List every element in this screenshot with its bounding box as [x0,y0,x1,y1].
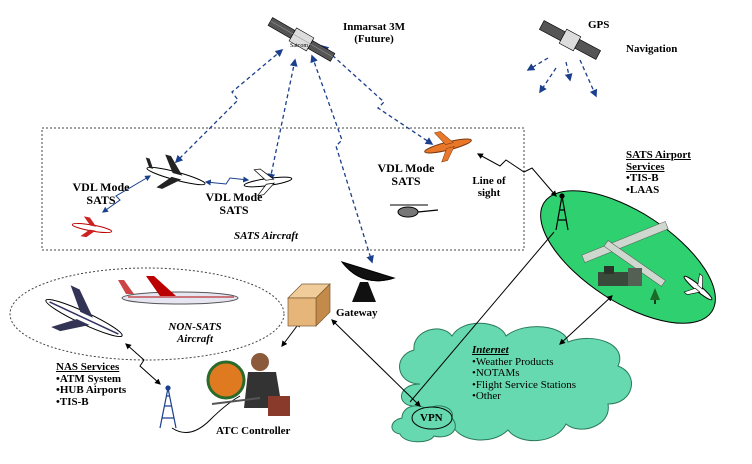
internet-services: Internet Weather Products NOTAMs Flight … [472,344,576,403]
airport-buildings-icon [598,266,660,304]
non-sats-line1: NON-SATS [168,321,222,333]
sats-airport-title-line2: Services [626,160,665,173]
non-sats-airliner-icon [118,276,239,305]
gateway-box-icon [287,283,331,327]
navigation-label: Navigation [626,43,678,55]
inmarsat-label-line1: Inmarsat 3M [342,21,406,33]
list-item: ATM System [56,373,126,386]
gps-label: GPS [588,19,610,31]
line-of-sight-line1: Line of [472,175,506,187]
list-item: Other [472,391,576,403]
list-item: Weather Products [472,356,576,369]
non-sats-jet-icon [45,285,123,338]
vdl-left-line1: VDL Mode [72,180,130,194]
vpn-label: VPN [420,412,443,424]
line-of-sight-line2: sight [477,186,501,199]
helicopter-icon [390,204,439,218]
runway-icon [581,221,669,287]
list-item: TIS-B [56,396,126,409]
internet-title: Internet [472,344,509,356]
ground-links [102,153,613,433]
sats-airport-title-line1: SATS Airport [626,149,691,161]
sats-orange-aircraft-icon [424,131,472,163]
nas-radio-tower-icon [159,385,177,429]
sats-small-red-aircraft-icon [71,216,113,238]
vdl-right-line1: VDL Mode [377,161,435,175]
non-sats-region [9,267,285,361]
line-of-sight-label: Line of sight [466,175,512,199]
gateway-label: Gateway [336,307,378,319]
internet-list: Weather Products NOTAMs Flight Service S… [472,356,576,403]
sats-airport-services: SATS Airport Services TIS-B LAAS [626,149,691,196]
sats-aircraft-label: SATS Aircraft [234,230,299,242]
satellite-dish-icon [340,261,396,302]
list-item: TIS-B [626,173,691,185]
gps-satellite-icon [538,20,602,60]
sats-airport-list: TIS-B LAAS [626,173,691,196]
vdl-right-line2: SATS [391,173,421,188]
vdl-center-label: VDL Mode SATS [198,191,270,216]
satcom-body-text: Satcom [290,43,308,49]
sats-small-aircraft-icon [243,168,293,197]
sats-twin-aircraft-icon [145,154,206,189]
atc-controller-icon [206,353,290,416]
vdl-left-label: VDL Mode SATS [66,181,136,206]
inmarsat-label-line2: (Future) [354,32,394,45]
vpn-node [411,406,453,430]
list-item: NOTAMs [472,368,576,380]
vdl-center-line1: VDL Mode [205,190,263,204]
satellite-links [174,44,598,264]
vdl-center-line2: SATS [219,202,249,217]
inmarsat-satellite-icon [267,17,336,62]
nas-services-title: NAS Services [56,361,120,373]
list-item: Flight Service Stations [472,379,576,392]
non-sats-line2: Aircraft [176,332,214,345]
nas-services-list: ATM System HUB Airports TIS-B [56,373,126,409]
vdl-right-label: VDL Mode SATS [370,162,442,187]
inmarsat-label: Inmarsat 3M (Future) [334,21,414,45]
vdl-left-line2: SATS [86,192,116,207]
list-item: HUB Airports [56,385,126,397]
atc-controller-label: ATC Controller [216,425,291,437]
list-item: LAAS [626,184,691,197]
non-sats-label: NON-SATS Aircraft [162,321,228,345]
airport-radio-tower-icon [555,193,569,231]
nas-services: NAS Services ATM System HUB Airports TIS… [56,361,126,409]
airport-aircraft-icon [683,273,713,301]
